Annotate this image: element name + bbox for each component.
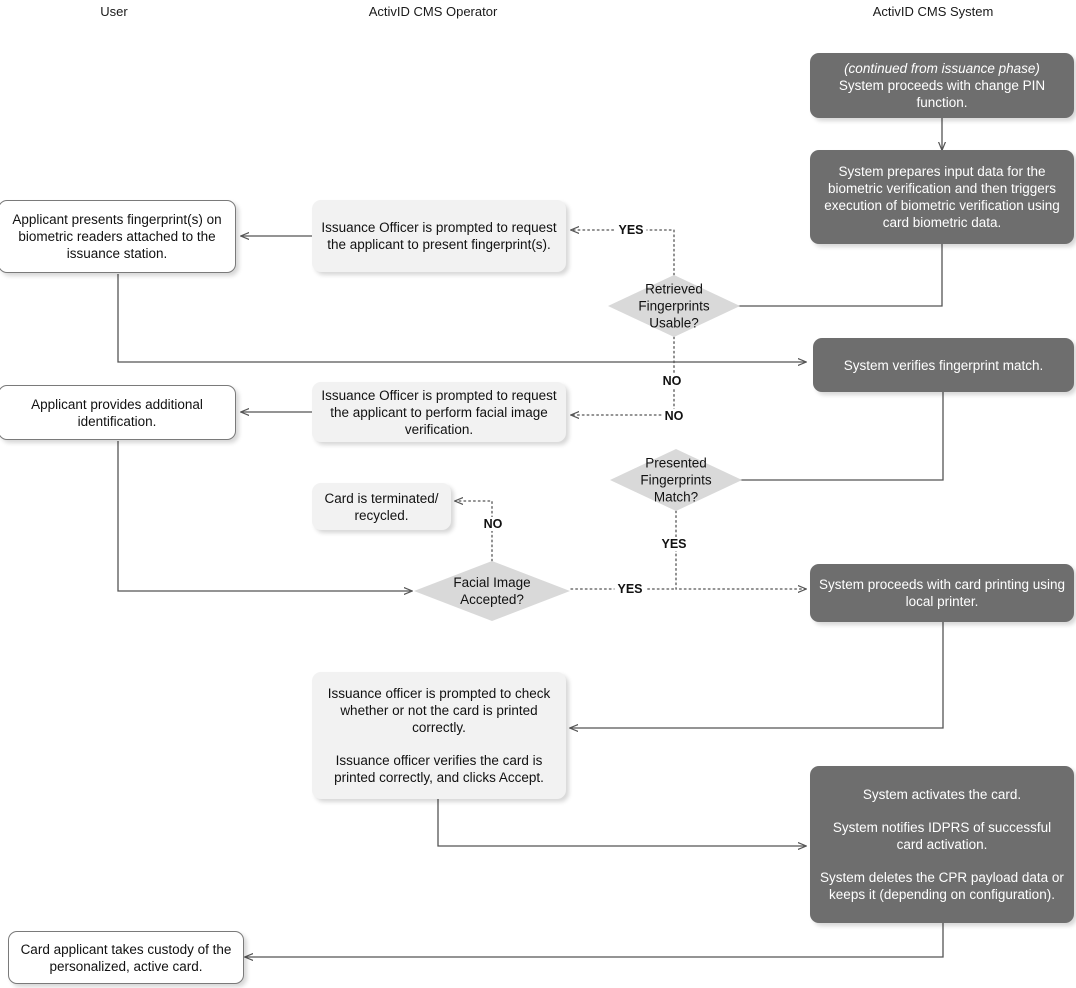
node-officer-prompt-facial: Issuance Officer is prompted to request … — [312, 382, 566, 442]
node-applicant-presents-fingerprints-text: Applicant presents fingerprint(s) on bio… — [12, 212, 222, 261]
node-officer-check-print: Issuance officer is prompted to check wh… — [312, 672, 566, 799]
edge-label-retrieved-no: NO — [659, 374, 685, 388]
node-prepare-input-data: System prepares input data for the biome… — [810, 150, 1074, 244]
node-applicant-takes-custody-text: Card applicant takes custody of the pers… — [20, 941, 232, 974]
node-verifies-fingerprint-match-text: System verifies fingerprint match. — [843, 357, 1044, 373]
column-header-system: ActivID CMS System — [872, 4, 994, 19]
node-system-activates-card: System activates the card. System notifi… — [810, 766, 1074, 923]
node-card-terminated-text: Card is terminated/ recycled. — [324, 490, 439, 523]
node-applicant-takes-custody: Card applicant takes custody of the pers… — [8, 931, 244, 984]
node-verifies-fingerprint-match: System verifies fingerprint match. — [813, 338, 1074, 392]
node-system-activates-para1: System activates the card. — [862, 787, 1022, 802]
node-applicant-presents-fingerprints: Applicant presents fingerprint(s) on bio… — [0, 200, 236, 273]
column-header-operator: ActivID CMS Operator — [368, 4, 498, 19]
node-applicant-additional-identification-text: Applicant provides additional identifica… — [31, 396, 203, 429]
edge-label-retrieved-yes: YES — [615, 223, 647, 237]
node-prepare-input-data-text: System prepares input data for the biome… — [824, 164, 1060, 230]
node-change-pin-line1: (continued from issuance phase) — [844, 61, 1040, 76]
node-change-pin: (continued from issuance phase) System p… — [810, 53, 1074, 118]
node-card-printing: System proceeds with card printing using… — [810, 564, 1074, 622]
node-officer-prompt-fingerprint: Issuance Officer is prompted to request … — [312, 200, 566, 272]
node-change-pin-line2: System proceeds with change PIN function… — [838, 78, 1046, 110]
node-card-printing-text: System proceeds with card printing using… — [818, 577, 1066, 609]
column-header-user: User — [100, 4, 128, 19]
edge-label-presented-yes: YES — [658, 537, 690, 551]
edge-label-presented-no: NO — [661, 409, 687, 423]
decision-retrieved-fingerprints-usable-shape — [608, 275, 740, 337]
node-officer-check-print-para2: Issuance officer verifies the card is pr… — [334, 753, 544, 785]
node-system-activates-para3: System deletes the CPR payload data or k… — [820, 870, 1064, 902]
node-officer-prompt-facial-text: Issuance Officer is prompted to request … — [321, 387, 557, 437]
node-officer-check-print-para1: Issuance officer is prompted to check wh… — [327, 686, 551, 735]
node-applicant-additional-identification: Applicant provides additional identifica… — [0, 385, 236, 440]
decision-facial-image-accepted-shape — [414, 561, 570, 621]
edge-label-facial-no: NO — [480, 517, 506, 531]
node-system-activates-para2: System notifies IDPRS of successful card… — [832, 820, 1052, 852]
node-card-terminated: Card is terminated/ recycled. — [312, 483, 451, 530]
decision-presented-fingerprints-match-shape — [610, 449, 742, 511]
edge-label-facial-yes: YES — [614, 582, 646, 596]
node-officer-prompt-fingerprint-text: Issuance Officer is prompted to request … — [321, 220, 557, 252]
